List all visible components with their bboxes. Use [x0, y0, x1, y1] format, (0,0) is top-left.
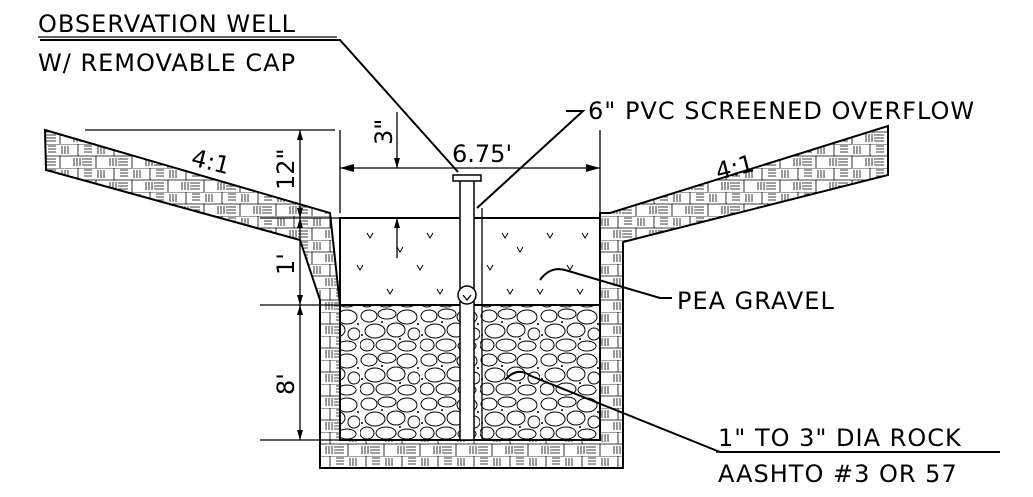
gravel-tick [576, 288, 584, 295]
removable-cap-label: W/ REMOVABLE CAP [38, 49, 296, 77]
gravel-tick [396, 246, 404, 253]
dimension-lines [85, 112, 601, 441]
width-dimension: 6.75' [452, 140, 512, 168]
gravel-tick [386, 288, 394, 295]
gravel-tick [501, 232, 509, 239]
gravel-tick [486, 264, 494, 271]
gravel-tick [436, 288, 444, 295]
rock-label: 1" TO 3" DIA ROCK [718, 424, 962, 452]
pea-gravel-label: PEA GRAVEL [677, 287, 835, 315]
pea-gravel-depth-label: 1' [272, 253, 300, 275]
gravel-tick [356, 264, 364, 271]
gravel-tick [546, 232, 554, 239]
gravel-tick [581, 232, 589, 239]
pvc-overflow-pipe [452, 174, 482, 441]
leader-lines [40, 39, 1000, 453]
gravel-tick [566, 264, 574, 271]
observation-well-label: OBSERVATION WELL [38, 10, 296, 38]
gravel-tick [416, 264, 424, 271]
gravel-tick [366, 232, 374, 239]
gravel-tick [536, 288, 544, 295]
freeboard-3in-label: 3" [370, 119, 398, 145]
gravel-tick [426, 232, 434, 239]
gravel-tick [516, 246, 524, 253]
rock-depth-label: 8' [272, 373, 300, 395]
pea-gravel-marks [356, 232, 589, 295]
aashto-label: AASHTO #3 OR 57 [718, 460, 958, 488]
freeboard-12in-label: 12" [272, 148, 300, 190]
overflow-label: 6" PVC SCREENED OVERFLOW [588, 97, 975, 125]
gravel-tick [506, 288, 514, 295]
